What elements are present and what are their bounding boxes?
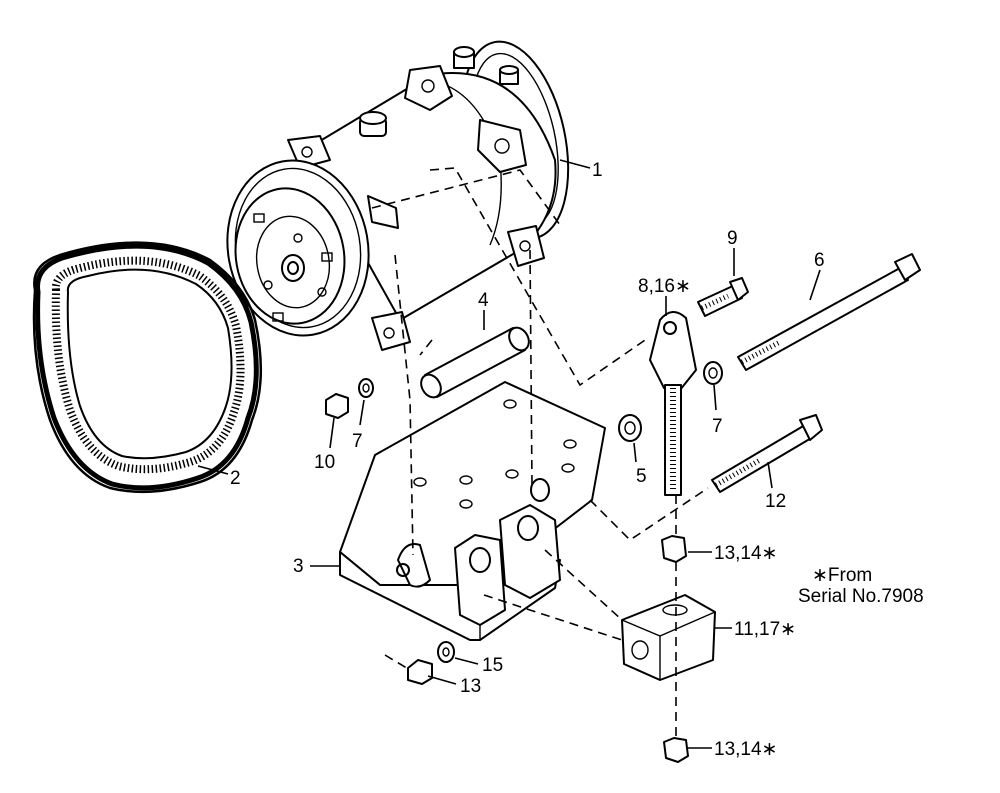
spacer-tube-drawing bbox=[420, 326, 530, 399]
compressor-drawing bbox=[226, 40, 570, 351]
callout-part-9: 9 bbox=[727, 228, 738, 249]
leader-lines bbox=[197, 159, 821, 749]
mounting-bracket-drawing bbox=[339, 381, 606, 641]
callout-labels: 1 2 3 4 5 6 7 7 8,16∗ 9 10 11,17∗ 12 13,… bbox=[230, 160, 825, 760]
callout-part-10: 10 bbox=[314, 452, 335, 473]
assembly-lines bbox=[371, 167, 709, 740]
callout-part-2: 2 bbox=[230, 468, 241, 489]
callout-part-7-right: 7 bbox=[712, 416, 723, 437]
callout-part-13-left: 13 bbox=[460, 676, 481, 697]
callout-part-1: 1 bbox=[592, 160, 603, 181]
callout-part-8: 8,16∗ bbox=[638, 276, 691, 297]
note-line-2: Serial No.7908 bbox=[798, 586, 924, 607]
callout-part-5: 5 bbox=[636, 466, 647, 487]
hardware-drawing bbox=[325, 253, 921, 763]
callout-part-11: 11,17∗ bbox=[734, 619, 796, 640]
callout-part-12: 12 bbox=[765, 491, 786, 512]
drive-belt-drawing bbox=[32, 241, 263, 494]
serial-number-note: ∗From Serial No.7908 bbox=[798, 565, 924, 607]
adjuster-arm-drawing bbox=[649, 311, 697, 496]
callout-part-15: 15 bbox=[482, 655, 503, 676]
callout-part-3: 3 bbox=[293, 556, 304, 577]
callout-part-13-upper: 13,14∗ bbox=[714, 543, 777, 564]
callout-part-7-left: 7 bbox=[352, 431, 363, 452]
callout-part-6: 6 bbox=[814, 250, 825, 271]
note-line-1: ∗From bbox=[812, 565, 872, 586]
callout-part-13-lower: 13,14∗ bbox=[714, 739, 777, 760]
callout-part-4: 4 bbox=[478, 290, 489, 311]
